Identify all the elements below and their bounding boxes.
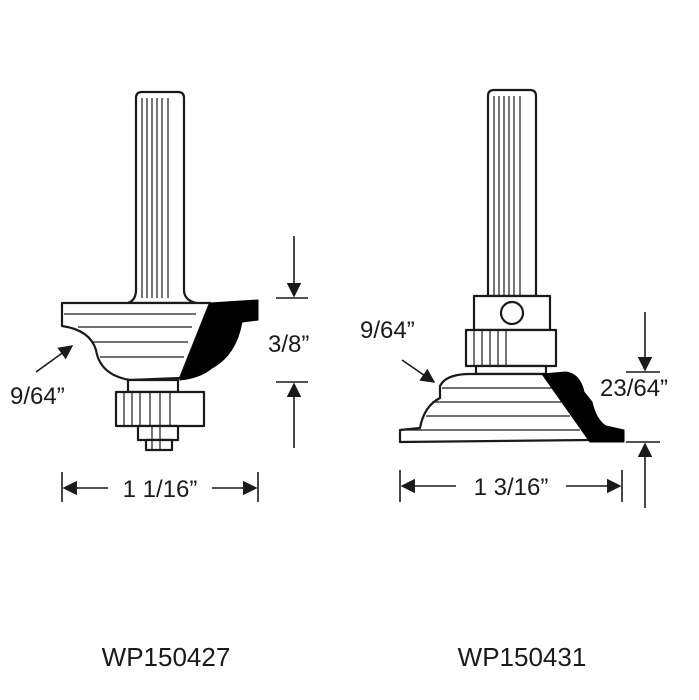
radius-callout-2: 9/64” [360, 317, 436, 383]
width-label-2: 1 3/16” [474, 474, 549, 501]
height-label-2: 23/64” [600, 375, 668, 402]
height-label-1: 3/8” [268, 331, 309, 358]
cutter-body-2 [398, 372, 592, 444]
shank-2 [486, 88, 538, 298]
set-screw [499, 300, 525, 326]
bit-wp150427: 3/8” 9/64” 1 1/16” WP150427 [10, 90, 309, 672]
cutter-body-1 [60, 301, 212, 382]
width-dimension-2: 1 3/16” [399, 470, 623, 502]
radius-label-2: 9/64” [360, 317, 415, 344]
height-dimension-2: 23/64” [600, 312, 668, 508]
bearing-1 [114, 378, 206, 452]
carbide-insert-1 [179, 299, 259, 381]
model-number-1: WP150427 [102, 642, 231, 672]
model-number-2: WP150431 [458, 642, 587, 672]
collar-2 [464, 294, 558, 376]
carbide-insert-2 [541, 371, 625, 443]
bit-wp150431: 23/64” 9/64” 1 3/16” WP150431 [360, 88, 668, 672]
shank-1 [126, 90, 198, 305]
width-dimension-1: 1 1/16” [61, 472, 259, 503]
radius-callout-1: 9/64” [10, 345, 74, 410]
radius-label-1: 9/64” [10, 383, 65, 410]
width-label-1: 1 1/16” [123, 476, 198, 503]
height-dimension-1: 3/8” [268, 236, 309, 448]
